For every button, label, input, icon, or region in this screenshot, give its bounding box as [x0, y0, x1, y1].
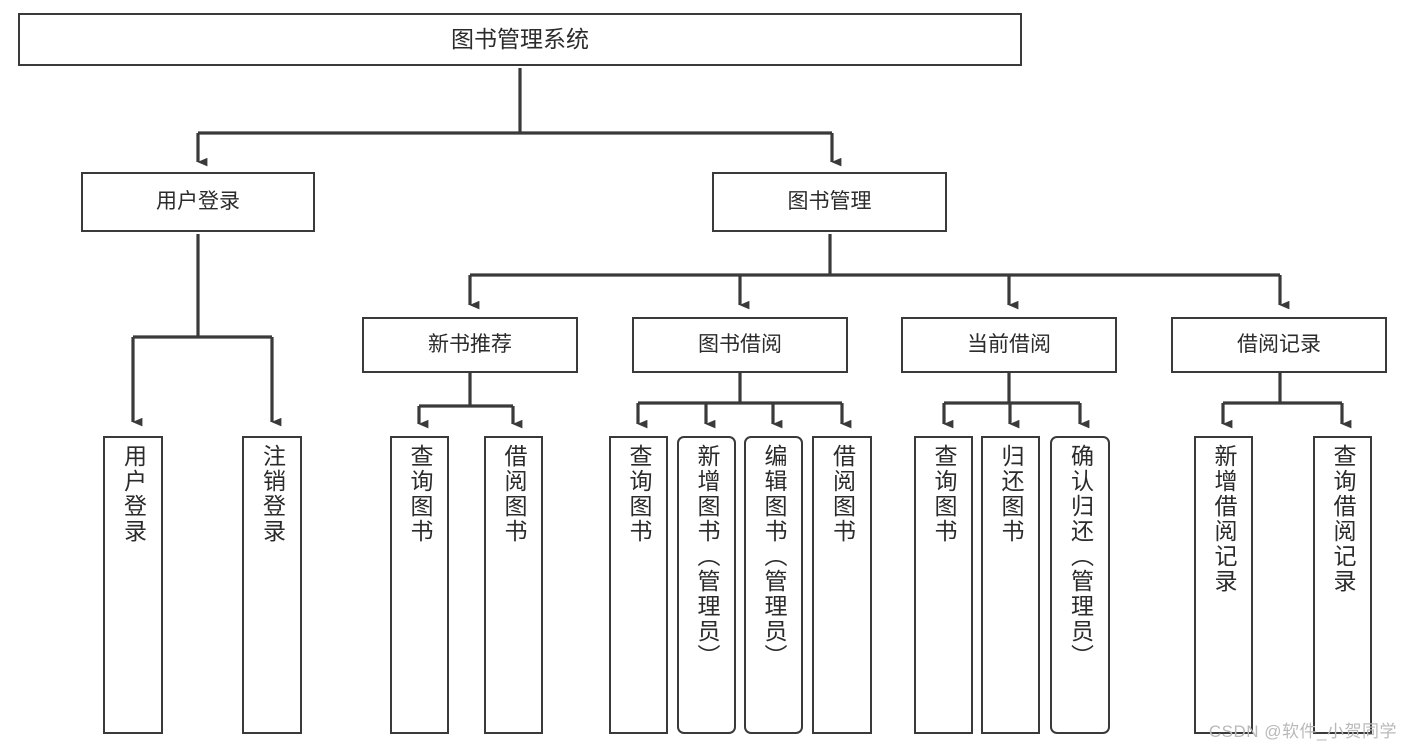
connector-group-root: [196, 68, 842, 167]
connector-group-new-book-recommend: [417, 373, 523, 429]
node-label: 新增图书（管理员）: [694, 444, 720, 669]
node-borrow-record[interactable]: 借阅记录: [1171, 317, 1387, 373]
connector-group-book-manage: [468, 234, 1290, 310]
connector-group-borrow-record: [1221, 373, 1352, 429]
node-label: 用户登录: [120, 444, 147, 544]
node-label: 图书借阅: [698, 332, 782, 356]
node-user-login[interactable]: 用户登录: [81, 172, 315, 232]
leaf-return-book[interactable]: 归还图书: [981, 436, 1040, 734]
node-label: 查询图书: [626, 444, 652, 544]
node-label: 图书管理: [787, 189, 872, 213]
node-root-book-management-system[interactable]: 图书管理系统: [18, 13, 1022, 66]
node-label: 查询图书: [931, 444, 957, 544]
leaf-edit-book-admin[interactable]: 编辑图书（管理员）: [744, 436, 803, 734]
node-book-borrow[interactable]: 图书借阅: [632, 317, 848, 373]
leaf-query-borrow-record[interactable]: 查询借阅记录: [1313, 436, 1372, 734]
leaf-query-book-new-recommend[interactable]: 查询图书: [390, 436, 449, 734]
node-current-borrow[interactable]: 当前借阅: [901, 317, 1117, 373]
leaf-user-login[interactable]: 用户登录: [103, 436, 163, 734]
node-label: 新增借阅记录: [1211, 444, 1237, 594]
node-label: 归还图书: [998, 444, 1024, 544]
node-label: 借阅图书: [501, 444, 527, 544]
leaf-query-book-current-borrow[interactable]: 查询图书: [914, 436, 973, 734]
node-label: 确认归还（管理员）: [1067, 444, 1094, 669]
node-label: 当前借阅: [967, 332, 1051, 356]
leaf-confirm-return-admin[interactable]: 确认归还（管理员）: [1050, 436, 1110, 734]
node-label: 用户登录: [156, 189, 240, 213]
node-label: 借阅图书: [829, 444, 856, 544]
node-label: 编辑图书（管理员）: [761, 444, 787, 669]
node-new-book-recommend[interactable]: 新书推荐: [362, 317, 578, 373]
leaf-query-book-borrow[interactable]: 查询图书: [609, 436, 668, 734]
connector-group-book-borrow: [636, 373, 852, 429]
connector-group-current-borrow: [942, 373, 1090, 429]
node-book-management[interactable]: 图书管理: [712, 172, 947, 232]
node-label: 图书管理系统: [451, 25, 589, 52]
connector-group-user-login: [131, 234, 282, 427]
watermark-text: CSDN @软件_小贺同学: [1208, 722, 1397, 741]
leaf-logout-login[interactable]: 注销登录: [242, 436, 302, 734]
node-label: 注销登录: [259, 444, 286, 544]
leaf-borrow-book-new-recommend[interactable]: 借阅图书: [484, 436, 543, 734]
leaf-add-book-admin[interactable]: 新增图书（管理员）: [677, 436, 736, 734]
node-label: 查询图书: [407, 444, 433, 544]
node-label: 新书推荐: [428, 332, 512, 356]
node-label: 查询借阅记录: [1330, 444, 1356, 594]
leaf-add-borrow-record[interactable]: 新增借阅记录: [1194, 436, 1253, 734]
leaf-borrow-book-borrow[interactable]: 借阅图书: [812, 436, 872, 734]
node-label: 借阅记录: [1237, 332, 1321, 356]
